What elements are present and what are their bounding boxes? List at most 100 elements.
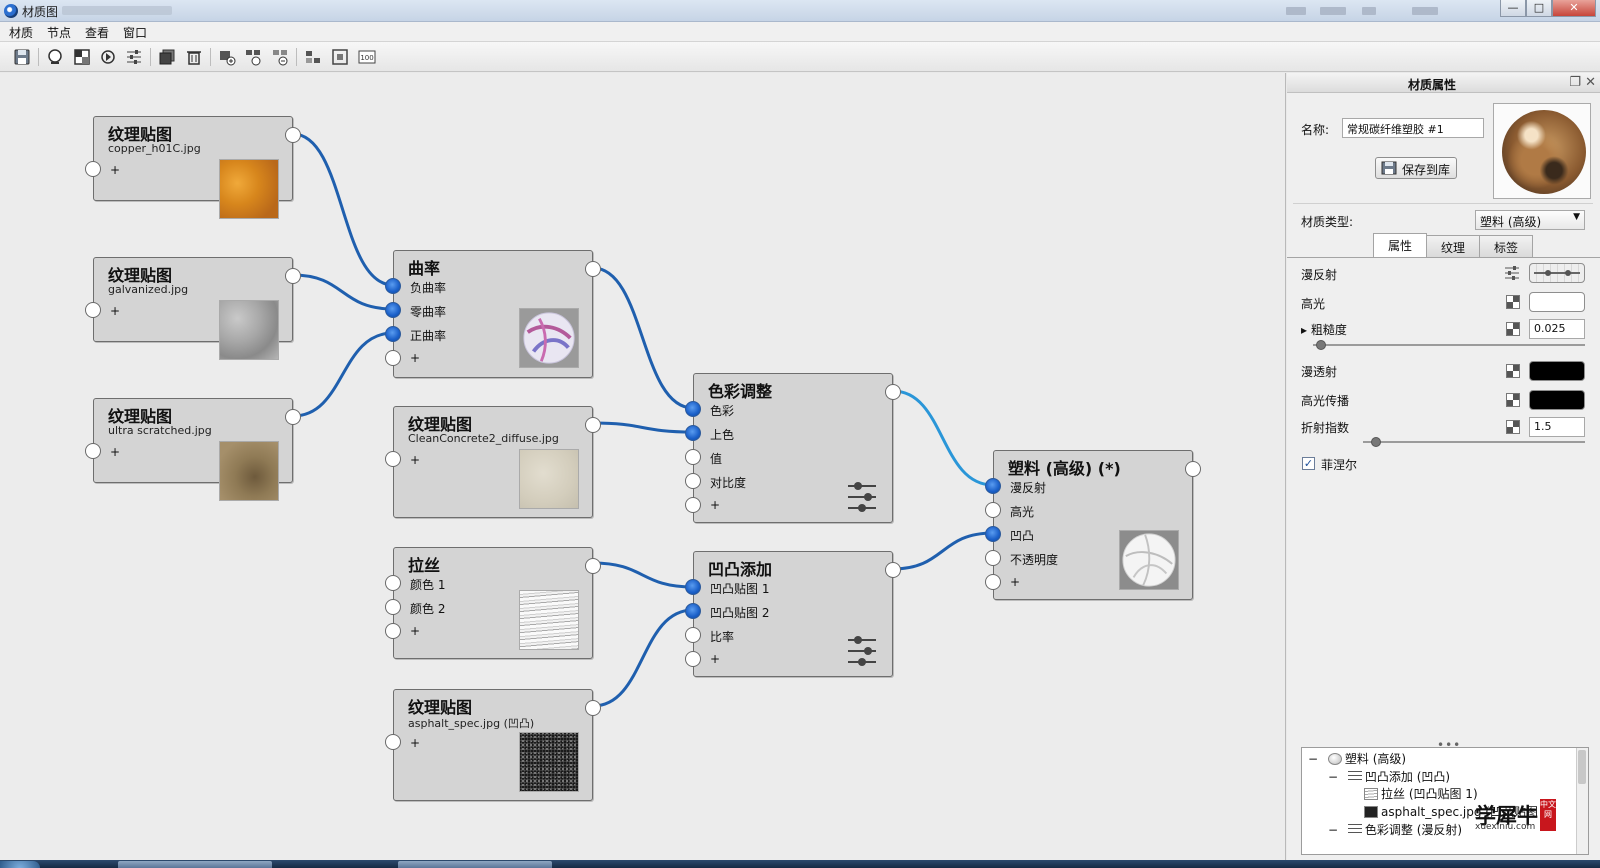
output-port[interactable] [285,127,301,143]
tab-textures[interactable]: 纹理 [1426,235,1481,257]
output-port[interactable] [885,562,901,578]
input-port-specular[interactable] [985,502,1001,518]
tree-item-bump-add[interactable]: − 凹凸添加 (凹凸) [1328,768,1450,785]
tree-item-brushed[interactable]: 拉丝 (凹凸贴图 1) [1364,785,1478,802]
ior-value-field[interactable]: 1.5 [1529,417,1585,437]
material-name-field[interactable]: 常规碳纤维塑胶 #1 [1342,118,1484,138]
menu-view[interactable]: 查看 [85,26,110,40]
node-texture-asphalt[interactable]: 纹理贴图 asphalt_spec.jpg (凹凸) + [385,689,601,801]
output-port[interactable] [585,417,601,433]
node-curvature[interactable]: 曲率 负曲率 零曲率 正曲率 + [385,250,601,378]
close-panel-icon[interactable]: ✕ [1585,75,1596,90]
input-port-add[interactable] [385,350,401,366]
add-node-icon[interactable] [217,47,237,67]
save-to-library-button[interactable]: 保存到库 [1375,157,1458,179]
input-port-value[interactable] [685,449,701,465]
input-port-negative-curvature[interactable] [385,278,401,294]
input-port-add[interactable] [85,443,101,459]
output-port[interactable] [885,384,901,400]
minimize-button[interactable]: — [1500,0,1526,17]
diffuse-procedural-sliders-icon[interactable] [1504,265,1520,281]
node-texture-concrete[interactable]: 纹理贴图 CleanConcrete2_diffuse.jpg + [385,406,601,518]
node-settings-sliders-icon[interactable] [846,480,878,514]
node-texture-copper[interactable]: 纹理贴图 copper_h01C.jpg + [85,116,301,219]
specular-transmission-color-swatch[interactable] [1529,390,1585,410]
tree-scrollbar[interactable] [1576,748,1588,854]
tree-item-color-adjust[interactable]: − 色彩调整 (漫反射) [1328,821,1462,838]
transmission-color-swatch[interactable] [1529,361,1585,381]
input-port-color-2[interactable] [385,599,401,615]
node-texture-galvanized[interactable]: 纹理贴图 galvanized.jpg + [85,257,301,360]
start-button[interactable] [0,861,40,868]
taskbar-item[interactable] [398,861,552,868]
input-port-diffuse[interactable] [985,478,1001,494]
refresh-icon[interactable] [98,47,118,67]
save-icon[interactable] [12,47,32,67]
transmission-texture-icon[interactable] [1506,364,1520,378]
fresnel-checkbox[interactable]: ✓ [1302,457,1315,470]
tab-tags[interactable]: 标签 [1479,235,1534,257]
output-port[interactable] [585,700,601,716]
input-port-add[interactable] [385,734,401,750]
input-port-add[interactable] [985,574,1001,590]
output-port[interactable] [585,558,601,574]
collapse-icon[interactable]: − [1308,752,1319,766]
output-port[interactable] [285,409,301,425]
input-port-bump[interactable] [985,526,1001,542]
menu-window[interactable]: 窗口 [123,26,148,40]
collapse-icon[interactable]: − [1328,770,1339,784]
input-port-add[interactable] [85,161,101,177]
ior-texture-icon[interactable] [1506,420,1520,434]
node-bump-add[interactable]: 凹凸添加 凹凸贴图 1 凹凸贴图 2 比率 + [685,551,901,677]
input-port-contrast[interactable] [685,473,701,489]
input-port-add[interactable] [385,451,401,467]
node-settings-sliders-icon[interactable] [846,634,878,668]
input-port-color[interactable] [685,401,701,417]
input-port-add[interactable] [85,302,101,318]
arrange-icon[interactable] [303,47,323,67]
roughness-slider[interactable] [1313,344,1585,346]
diffuse-procedural-swatch[interactable] [1529,263,1585,283]
tree-scrollbar-thumb[interactable] [1578,750,1586,784]
roughness-texture-icon[interactable] [1506,322,1520,336]
node-plastic-advanced[interactable]: 塑料 (高级) (*) 漫反射 高光 凹凸 不透明度 + [985,450,1201,600]
specular-texture-icon[interactable] [1506,295,1520,309]
input-port-add[interactable] [685,497,701,513]
input-port-bump-map-2[interactable] [685,603,701,619]
maximize-button[interactable]: □ [1526,0,1552,17]
node-brushed[interactable]: 拉丝 颜色 1 颜色 2 + [385,547,601,659]
node-color-adjust[interactable]: 色彩调整 色彩 上色 值 对比度 + [685,373,901,523]
float-panel-icon[interactable]: ❐ [1569,75,1581,90]
copy-icon[interactable] [157,47,177,67]
output-port[interactable] [1185,461,1201,477]
tree-item-plastic[interactable]: − 塑料 (高级) [1308,750,1406,767]
node-texture-scratched[interactable]: 纹理贴图 ultra scratched.jpg + [85,398,301,501]
tree-item-asphalt[interactable]: asphalt_spec.jpg (凹凸贴图 2) [1364,803,1554,820]
ior-slider[interactable] [1363,441,1585,443]
input-port-ratio[interactable] [685,627,701,643]
input-port-bump-map-1[interactable] [685,579,701,595]
node-graph-canvas[interactable]: 纹理贴图 copper_h01C.jpg + 纹理贴图 galvanized.j… [0,73,1286,860]
output-port[interactable] [585,261,601,277]
close-button[interactable]: ✕ [1552,0,1596,17]
material-type-select[interactable]: 塑料 (高级) ▼ [1475,210,1585,230]
specular-transmission-texture-icon[interactable] [1506,393,1520,407]
input-port-add[interactable] [685,651,701,667]
nodes-icon[interactable] [243,47,263,67]
input-port-add[interactable] [385,623,401,639]
collapse-icon[interactable]: − [1328,823,1339,837]
input-port-zero-curvature[interactable] [385,302,401,318]
sphere-icon[interactable] [45,47,65,67]
remove-node-icon[interactable] [270,47,290,67]
input-port-positive-curvature[interactable] [385,326,401,342]
sliders-icon[interactable] [124,47,144,67]
roughness-slider-knob[interactable] [1315,340,1326,350]
trash-icon[interactable] [184,47,204,67]
taskbar-item[interactable] [118,861,272,868]
tab-properties[interactable]: 属性 [1373,233,1428,257]
layout-icon[interactable] [72,47,92,67]
ior-slider-knob[interactable] [1371,437,1381,447]
specular-color-swatch[interactable] [1529,292,1585,312]
menu-node[interactable]: 节点 [47,26,72,40]
input-port-tint[interactable] [685,425,701,441]
